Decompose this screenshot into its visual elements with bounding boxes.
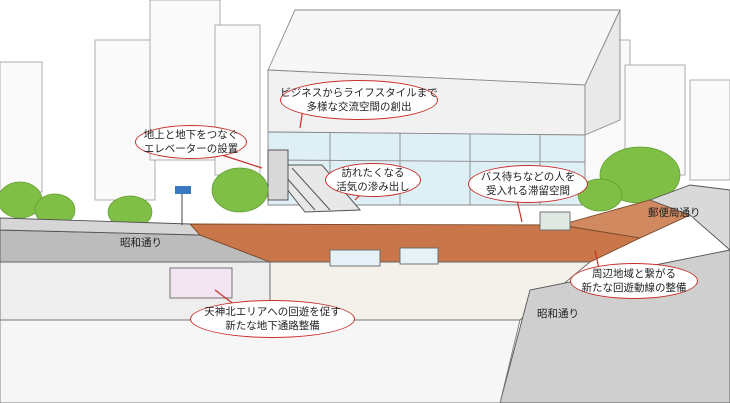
callout-business-lifestyle: ビジネスからライフスタイルまで 多様な交流空間の創出 — [280, 80, 438, 120]
callout-visit-line2: 活気の滲み出し — [336, 181, 410, 193]
callout-visit-line1: 訪れたくなる — [341, 167, 405, 179]
left-road — [0, 217, 271, 263]
escalator — [266, 149, 362, 213]
callout-elevator-line2: エレベーターの設置 — [143, 143, 239, 155]
callout-underground-passage: 天神北エリアへの回遊を促す 新たな地下通路整備 — [190, 300, 355, 338]
road-label-yubinkyoku: 郵便局通り — [648, 207, 701, 219]
callout-bus-waiting: バス待ちなどの人を 受入れる滞留空間 — [468, 165, 588, 203]
callout-bus-line1: バス待ちなどの人を — [480, 171, 576, 183]
callout-business-line2: 多様な交流空間の創出 — [306, 101, 412, 113]
sign-post — [175, 186, 191, 225]
callout-bus-line2: 受入れる滞留空間 — [486, 185, 570, 197]
callout-surrounding-line1: 周辺地域と繋がる — [592, 268, 676, 280]
road-label-showa-left: 昭和通り — [120, 237, 162, 249]
callout-visit: 訪れたくなる 活気の滲み出し — [325, 163, 421, 197]
callout-elevator: 地上と地下をつなぐ エレベーターの設置 — [135, 125, 247, 159]
plaza-deck — [188, 199, 692, 263]
callout-surrounding-area: 周辺地域と繋がる 新たな回遊動線の整備 — [570, 263, 698, 299]
callout-elevator-line1: 地上と地下をつなぐ — [143, 129, 239, 141]
callout-underground-line2: 新たな地下通路整備 — [225, 320, 320, 332]
callout-surrounding-line2: 新たな回遊動線の整備 — [581, 282, 687, 294]
callout-underground-line1: 天神北エリアへの回遊を促す — [204, 306, 341, 318]
callout-business-line1: ビジネスからライフスタイルまで — [280, 87, 438, 99]
road-label-showa-right: 昭和通り — [537, 308, 579, 320]
